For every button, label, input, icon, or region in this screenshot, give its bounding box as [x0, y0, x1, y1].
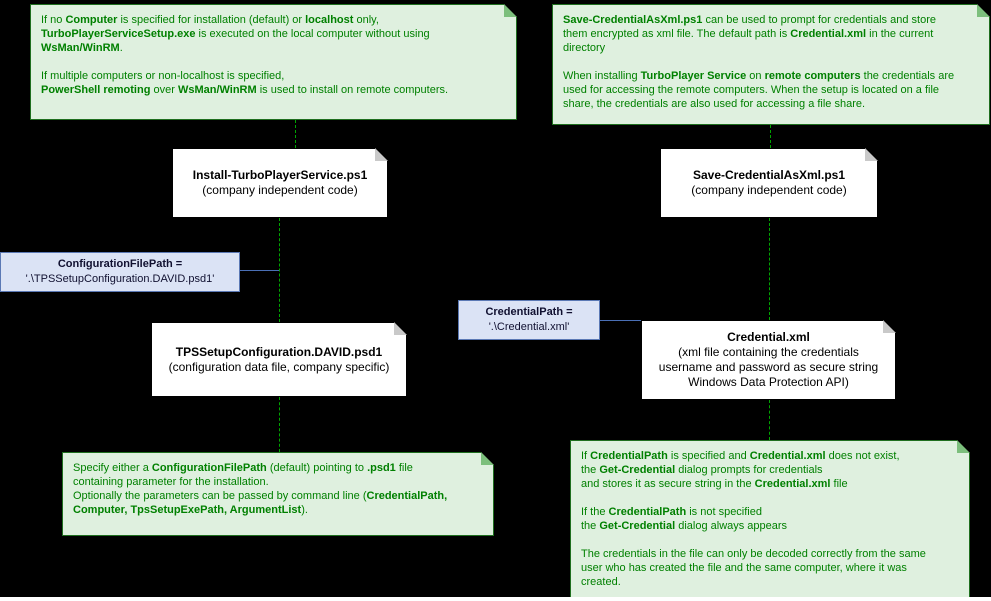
file-subtitle: (company independent code)	[691, 183, 847, 197]
note-psd1-usage: Specify either a ConfigurationFilePath (…	[62, 452, 494, 536]
dogear-icon	[883, 320, 896, 333]
file-subtitle: (configuration data file, company specif…	[168, 359, 390, 374]
note-credential-usage: If CredentialPath is specified and Crede…	[570, 440, 970, 598]
connector-install-to-psd1	[279, 218, 280, 322]
file-title: Install-TurboPlayerService.ps1	[192, 168, 368, 182]
note-configurationfilepath: ConfigurationFilePath ='.\TPSSetupConfig…	[0, 252, 240, 292]
note-credentialpath: CredentialPath ='.\Credential.xml'	[458, 300, 600, 340]
note-install-behavior-text: If no Computer is specified for installa…	[41, 14, 449, 96]
dogear-icon	[481, 452, 494, 465]
connector-credentialxml-to-usage-note	[769, 400, 770, 440]
connector-psd1-to-usage-note	[279, 397, 280, 452]
connector-save-to-credentialxml	[769, 218, 770, 320]
note-credential-usage-text: If CredentialPath is specified and Crede…	[581, 450, 926, 588]
dogear-icon	[865, 148, 878, 161]
file-credential-xml: Credential.xml (xml file containing the …	[641, 320, 896, 400]
note-configurationfilepath-text: ConfigurationFilePath ='.\TPSSetupConfig…	[25, 258, 215, 285]
connector-credentialpath-note	[600, 320, 641, 321]
connector-note-to-install	[295, 120, 296, 148]
page-edge	[0, 597, 991, 601]
note-credentialpath-text: CredentialPath ='.\Credential.xml'	[485, 306, 573, 333]
file-title: TPSSetupConfiguration.DAVID.psd1	[175, 344, 383, 359]
note-install-behavior: If no Computer is specified for installa…	[30, 4, 517, 120]
file-title: Credential.xml	[727, 330, 810, 344]
note-psd1-usage-text: Specify either a ConfigurationFilePath (…	[73, 462, 448, 516]
file-install-turboplayerservice-ps1: Install-TurboPlayerService.ps1 (company …	[172, 148, 388, 218]
note-save-credential-info: Save-CredentialAsXml.ps1 can be used to …	[552, 4, 990, 125]
dogear-icon	[957, 440, 970, 453]
file-tpssetupconfiguration-psd1: TPSSetupConfiguration.DAVID.psd1 (config…	[151, 322, 407, 397]
file-title: Save-CredentialAsXml.ps1	[692, 168, 846, 182]
dogear-icon	[977, 4, 990, 17]
dogear-icon	[375, 148, 388, 161]
connector-note-to-save	[770, 125, 771, 148]
connector-configpath-note	[240, 270, 279, 271]
dogear-icon	[504, 4, 517, 17]
file-save-credentialasxml-ps1: Save-CredentialAsXml.ps1 (company indepe…	[660, 148, 878, 218]
dogear-icon	[394, 322, 407, 335]
file-subtitle: (company independent code)	[202, 183, 358, 197]
note-save-credential-text: Save-CredentialAsXml.ps1 can be used to …	[563, 14, 955, 110]
